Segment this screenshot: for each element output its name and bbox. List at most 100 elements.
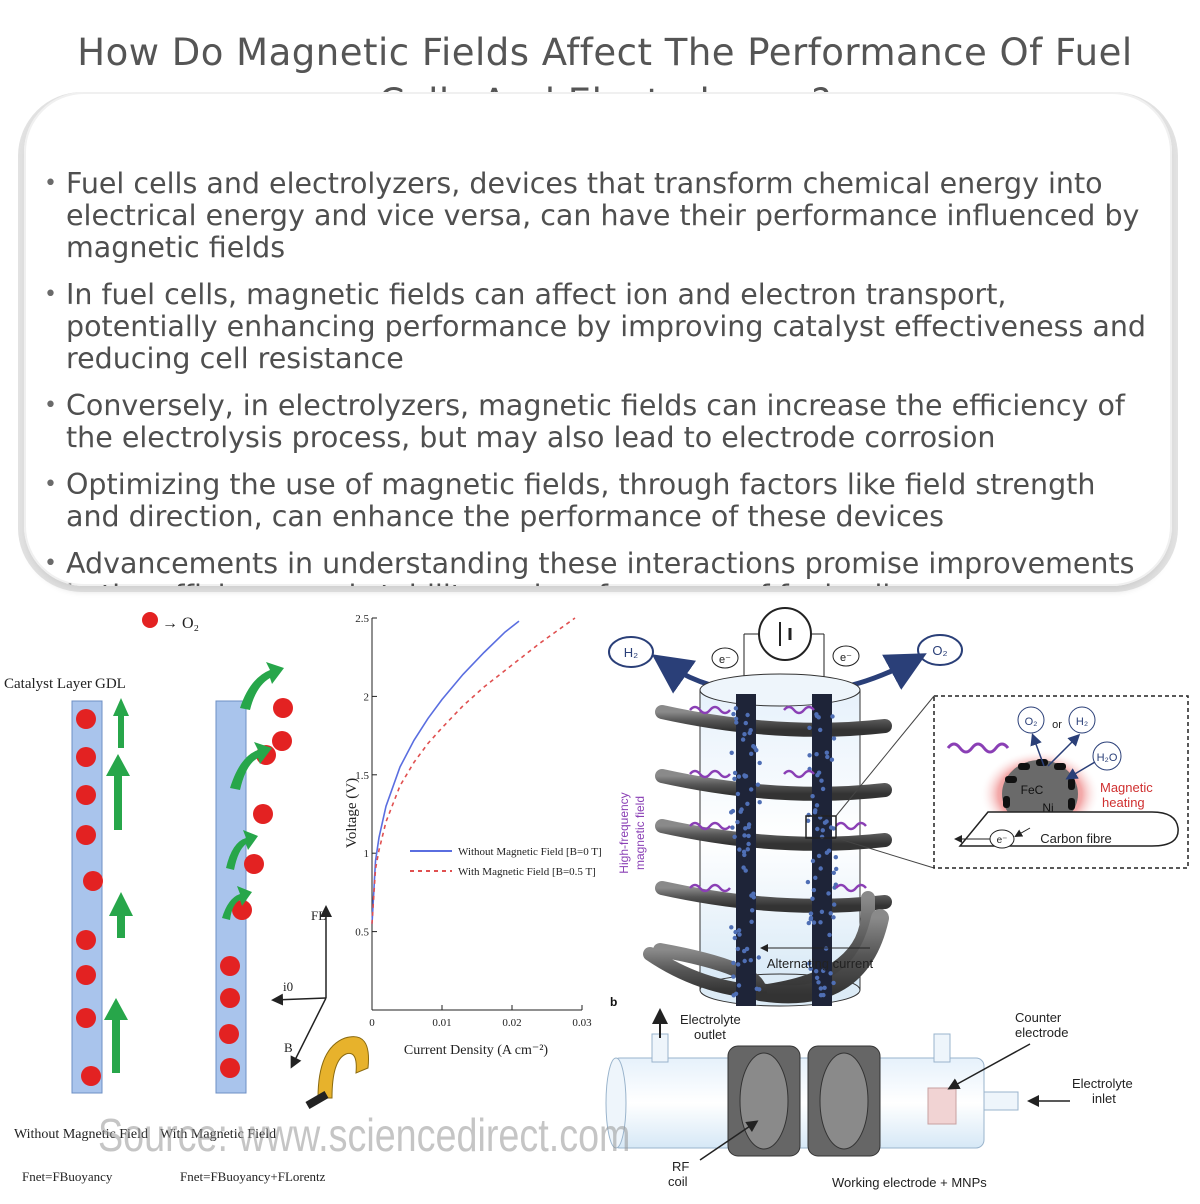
figure-area: → O₂ Catalyst Layer GDL Witho <box>0 598 1200 1200</box>
rf-label-2: coil <box>668 1174 688 1189</box>
left-figure: → O₂ Catalyst Layer GDL Witho <box>4 612 370 1184</box>
nanoparticle-dot <box>815 826 820 832</box>
curved-arrow <box>226 830 258 870</box>
nanoparticle-dot <box>826 891 831 896</box>
panel-b-label: b <box>610 995 617 1009</box>
nanoparticle-dot <box>814 752 819 757</box>
bubble <box>83 871 103 891</box>
o2-label: O₂ <box>932 643 947 658</box>
nanoparticle-dot <box>737 932 742 937</box>
nanoparticle-dot <box>748 958 753 963</box>
buoyancy-arrows <box>104 698 133 1073</box>
bubble <box>76 709 96 729</box>
catalyst-layer-label: Catalyst Layer <box>4 676 92 692</box>
nanoparticle-dot <box>733 929 738 935</box>
nanoparticle-dot <box>832 902 837 907</box>
bubble <box>76 930 96 950</box>
bullet-item: Advancements in understanding these inte… <box>44 548 1154 587</box>
rf-label-1: RF <box>672 1159 689 1174</box>
zoom-line <box>835 695 935 817</box>
nanoparticle-dot <box>833 855 838 860</box>
nanoparticle-dot <box>825 754 830 760</box>
bubble <box>220 956 240 976</box>
o2-bubble-legend <box>142 612 158 628</box>
nanoparticle-dot <box>732 770 738 776</box>
h2-bubble <box>608 636 654 668</box>
rf-coil-inner <box>819 1052 869 1150</box>
zoom-box <box>805 815 837 839</box>
chart-series <box>371 617 576 924</box>
counter-label-1: Counter <box>1015 1010 1062 1025</box>
flow-cell-diagram: b Electrolyte outlet Counter electrode E… <box>605 995 1133 1190</box>
nanoparticle-dot <box>740 737 746 742</box>
inset-h2-bubble <box>1068 706 1096 734</box>
chart-legend: Without Magnetic Field [B=0 T] With Magn… <box>410 846 602 878</box>
axes-triad <box>271 905 332 1069</box>
counter-electrode <box>927 1087 957 1125</box>
nanoparticle-dot <box>813 808 818 813</box>
x-axis-label: Current Density (A cm⁻²) <box>404 1043 549 1058</box>
power-source-icon <box>758 607 812 661</box>
nanoparticle-dot <box>752 745 757 750</box>
alternating-current-label: Alternating current <box>767 956 874 971</box>
nanoparticle-dot <box>737 847 742 852</box>
nanoparticle-dot <box>732 935 737 941</box>
series-line-1 <box>371 617 576 924</box>
fec-label: FeC <box>1021 783 1044 797</box>
nanoparticle-dot <box>757 760 762 766</box>
nanoparticle-dot <box>820 786 826 792</box>
nanoparticle-dot <box>738 809 743 814</box>
nanoparticle-dot <box>819 909 825 914</box>
inlet-label-1: Electrolyte <box>1072 1076 1133 1091</box>
magnetic-wave-icons <box>689 705 867 893</box>
nanoparticle-dot <box>828 971 833 976</box>
inset-or-label: or <box>1052 719 1062 731</box>
nanoparticle-dot <box>831 915 836 920</box>
fl-axis-label: FL <box>311 908 326 923</box>
nanoparticle-dot <box>749 919 754 924</box>
nanoparticle-dot <box>814 969 819 974</box>
h2-label: H₂ <box>624 645 638 660</box>
nanoparticle-dot <box>732 834 737 839</box>
nanoparticle-dot <box>736 928 742 933</box>
nanoparticle-dot <box>731 711 736 717</box>
hf-label-2: magnetic field <box>633 796 647 870</box>
nanoparticle-dot <box>811 887 817 893</box>
bubble <box>272 731 292 751</box>
up-arrow <box>109 892 133 938</box>
nanoparticle-dot <box>746 822 752 827</box>
nanoparticle-dot <box>735 819 740 825</box>
carbon-fibre-label: Carbon fibre <box>1040 831 1112 846</box>
nanoparticle-dot <box>806 920 811 926</box>
nanoparticle-dot <box>742 958 747 964</box>
nanoparticles <box>729 706 839 998</box>
nanoparticle-dot <box>805 818 811 823</box>
nanoparticle-dot <box>736 774 742 779</box>
electron-bubble-left <box>711 647 739 669</box>
nanoparticle-dot <box>810 858 816 864</box>
nanoparticle-dot <box>729 750 734 755</box>
inlet-nozzle <box>983 1091 1019 1111</box>
tube-end <box>605 1057 627 1149</box>
inset-h2o-bubble <box>1092 741 1122 771</box>
nanoparticle-dot <box>810 794 815 799</box>
up-arrow <box>113 698 129 748</box>
nanoparticle-dot <box>828 825 834 830</box>
nanoparticle-dot <box>831 980 836 986</box>
nanoparticle-dot <box>830 714 835 719</box>
nanoparticle-dot <box>816 980 821 985</box>
nanoparticle-dot <box>819 778 824 783</box>
b-axis <box>290 997 327 1069</box>
inlet-label-2: inlet <box>1092 1091 1116 1106</box>
formula-with: Fnet=FBuoyancy+FLorentz <box>180 1169 326 1184</box>
nanoparticle-dot <box>750 908 755 913</box>
nanoparticle-dot <box>741 865 746 870</box>
magnetic-wave-icon <box>946 742 1010 754</box>
y-tick-label: 2 <box>364 691 370 703</box>
bullet-list: Fuel cells and electrolyzers, devices th… <box>44 168 1154 587</box>
hf-label-1: High-frequency <box>617 792 631 873</box>
nanoparticle-dot <box>808 915 814 921</box>
working-electrode-label: Working electrode + MNPs <box>832 1175 987 1190</box>
bullet-item: Optimizing the use of magnetic fields, t… <box>44 469 1154 533</box>
electrode-right <box>812 694 832 1006</box>
